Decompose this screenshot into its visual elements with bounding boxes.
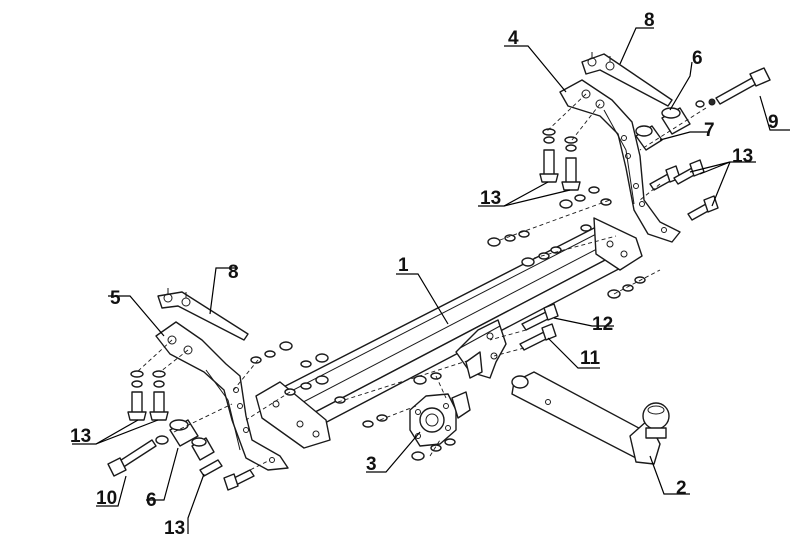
spacer-tube-left (169, 419, 199, 447)
label-part-8-left: 8 (228, 262, 239, 283)
spacer-tube-left-2 (191, 437, 215, 461)
part-labels: 1 2 3 4 5 6 6 7 8 8 9 10 11 12 13 13 13 … (70, 10, 779, 539)
left-strap (157, 288, 249, 341)
label-part-11: 11 (580, 348, 601, 369)
label-part-8-right: 8 (644, 10, 655, 31)
assembly-guide-lines (136, 93, 707, 477)
label-part-13-right-b: 13 (732, 146, 753, 167)
long-bolt-right (708, 67, 771, 106)
label-part-13-left-b: 13 (164, 518, 185, 539)
spacer-tube-7 (635, 125, 663, 151)
label-part-9: 9 (768, 112, 779, 133)
label-part-7: 7 (704, 120, 715, 141)
socket-plate (409, 391, 471, 447)
label-part-2: 2 (676, 478, 687, 499)
bolt-12 (521, 303, 559, 331)
label-part-3: 3 (366, 454, 377, 475)
label-part-5: 5 (110, 288, 121, 309)
label-part-13-right-a: 13 (480, 188, 501, 209)
right-strap (581, 52, 673, 107)
right-side-bracket (559, 79, 681, 243)
bolt-11 (519, 323, 557, 351)
label-part-6-right: 6 (692, 48, 703, 69)
long-bolt-left (107, 435, 169, 477)
label-part-13-left-a: 13 (70, 426, 91, 447)
nuts-washers-right (487, 186, 646, 299)
bolts-13-left-vertical (127, 370, 169, 421)
label-part-10: 10 (96, 488, 117, 509)
label-part-6-left: 6 (146, 490, 157, 511)
label-part-4: 4 (508, 28, 519, 49)
ball-hitch (511, 371, 670, 465)
bolts-13-left-horizontal (199, 459, 255, 491)
crossbar-right-end-plate (593, 217, 643, 271)
leader-lines (72, 27, 790, 534)
bolts-13-right-vertical (539, 128, 581, 191)
hitch-mount-bracket (455, 319, 507, 379)
label-part-12: 12 (592, 314, 613, 335)
bolts-13-right-horizontal (649, 159, 719, 221)
label-part-1: 1 (398, 255, 409, 276)
